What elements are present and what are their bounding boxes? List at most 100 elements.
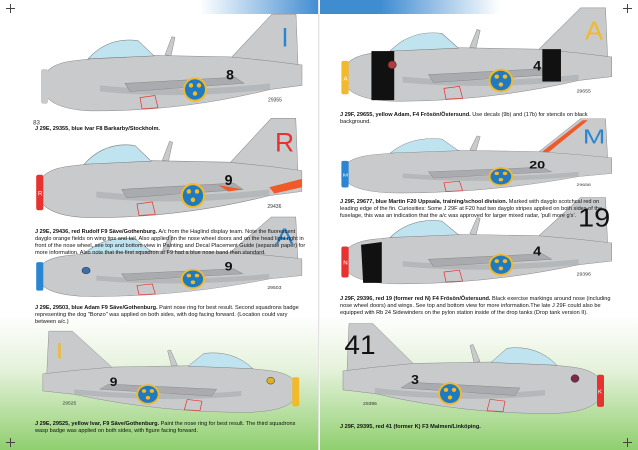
crown-icon <box>502 171 508 176</box>
aircraft-number: 3 <box>411 373 419 388</box>
crown-icon <box>188 83 194 88</box>
dayglo-wingtip <box>218 185 243 192</box>
profile-caption: J 29F, 29677, blue Martin F20 Uppsala, t… <box>340 199 612 220</box>
wing-fence <box>469 344 481 363</box>
wing-fence <box>469 135 481 151</box>
canopy <box>83 144 152 165</box>
dog-badge-icon <box>81 266 91 275</box>
roundel-icon <box>490 70 512 91</box>
nose-ring <box>341 60 349 95</box>
caption-title: J 29F, 29677, blue Martin F20 Uppsala, t… <box>340 199 508 205</box>
stencil-marking <box>443 269 464 283</box>
black-band <box>371 51 395 101</box>
tail-code: 19 <box>578 203 610 232</box>
aircraft-profile: A 4 29655 A <box>341 7 612 102</box>
crop-mark <box>6 4 15 13</box>
serial-number: 29395 <box>363 401 377 407</box>
nose-ring <box>341 160 349 188</box>
caption-text: Paint the nose ring for best result. The… <box>35 421 296 434</box>
serial-number: 29503 <box>267 285 282 289</box>
stencil-marking <box>136 283 156 296</box>
crown-icon <box>502 259 508 264</box>
profile-caption: J 29F, 29395, red 41 (former K) F3 Malme… <box>340 424 612 431</box>
canopy <box>87 39 155 60</box>
caption-text: A/c from the Haglind display team. Note … <box>35 229 306 256</box>
aircraft-number: 9 <box>225 173 233 189</box>
profile-caption: J 29E, 29503, blue Adam F9 Säve/Gothenbu… <box>35 305 307 326</box>
airframe <box>341 197 612 285</box>
crown-icon <box>447 395 453 400</box>
crown-icon <box>190 280 196 285</box>
crown-icon <box>451 387 457 392</box>
airframe <box>36 118 303 218</box>
tail-code: A <box>585 16 603 45</box>
top-color-band <box>200 0 500 14</box>
crown-icon <box>194 273 200 278</box>
caption-title: J 29F, 29395, red 41 (former K) F3 Malme… <box>340 424 481 430</box>
canopy <box>187 352 254 369</box>
crown-icon <box>494 259 500 264</box>
callout-label: 83 <box>33 119 40 126</box>
canopy <box>389 220 460 238</box>
serial-number: 29655 <box>577 88 592 94</box>
caption-text: Black exercise markings around nose (inc… <box>340 296 611 316</box>
caption-title: J 29F, 29396, red 19 (former red N) F4 F… <box>340 296 491 302</box>
tail-code: R <box>275 127 294 157</box>
nose-code: N <box>343 261 347 267</box>
roundel-icon <box>490 168 512 185</box>
caption-text: Paint nose ring for best result. Second … <box>35 305 299 325</box>
crown-icon <box>502 74 508 79</box>
crown-icon <box>190 197 196 203</box>
page-gutter <box>318 0 320 450</box>
aircraft-number: 9 <box>225 260 233 273</box>
wing-fence <box>162 235 173 252</box>
dayglo-tail <box>269 178 302 194</box>
crown-icon <box>192 91 198 96</box>
roundel-icon <box>182 185 204 207</box>
nose-code: A <box>343 77 348 83</box>
serial-number: 29436 <box>267 204 281 210</box>
serial-number: 29656 <box>577 183 592 187</box>
airframe <box>342 323 604 414</box>
crest-badge-icon <box>387 60 397 70</box>
roundel-icon <box>182 270 204 288</box>
shield-badge-icon <box>570 374 580 383</box>
crown-icon <box>443 387 449 392</box>
wasp-badge-icon <box>266 377 275 385</box>
nose-ring <box>36 262 44 291</box>
crop-mark <box>623 4 632 13</box>
aircraft-number: 20 <box>529 159 545 172</box>
serial-number: 29525 <box>63 401 77 406</box>
wing-fence <box>469 217 481 235</box>
nose-code: M <box>343 173 349 178</box>
stencil-marking <box>136 201 156 216</box>
wing-fence <box>167 349 178 367</box>
crown-icon <box>498 177 504 182</box>
crop-mark <box>6 438 15 447</box>
airframe <box>341 7 612 102</box>
profile-caption: J 29E, 29436, red Rudolf F9 Säve/Gothenb… <box>35 229 307 257</box>
roundel-icon <box>440 384 460 404</box>
crown-icon <box>494 74 500 79</box>
crown-icon <box>498 82 504 87</box>
aircraft-number: 4 <box>533 58 541 74</box>
tail-code: I <box>281 22 288 52</box>
airframe <box>341 118 612 194</box>
caption-title: J 29E, 29503, blue Adam F9 Säve/Gothenbu… <box>35 305 158 311</box>
crown-icon <box>141 389 147 393</box>
aircraft-number: 4 <box>533 244 542 258</box>
roundel-icon <box>185 79 205 100</box>
crown-icon <box>194 189 200 194</box>
crown-icon <box>494 171 500 176</box>
nose-code: R <box>38 191 43 198</box>
nose-ring <box>597 374 604 407</box>
nose-ring <box>36 174 44 211</box>
profile-caption: J 29E, 29355, blue Ivar F8 Barkarby/Stoc… <box>35 126 307 133</box>
serial-number: 29355 <box>268 98 282 104</box>
